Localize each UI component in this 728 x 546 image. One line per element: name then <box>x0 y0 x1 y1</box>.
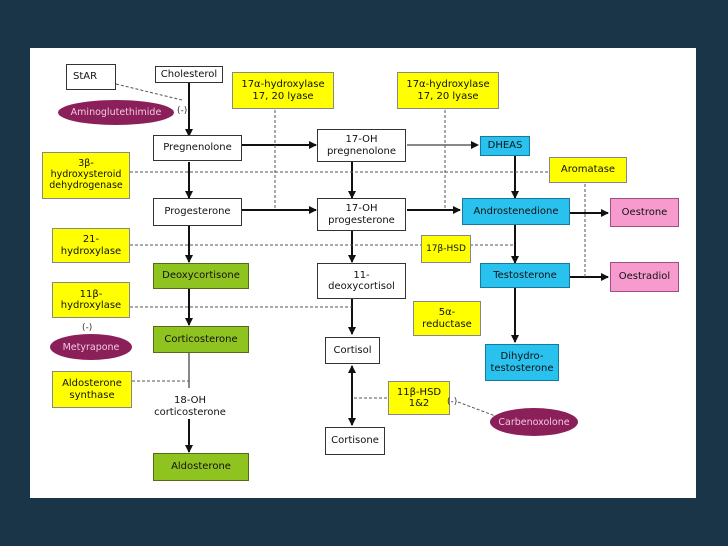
21-hydroxylase-box: 21- hydroxylase <box>52 228 130 263</box>
17a-hydroxylase-box-left: 17α-hydroxylase 17, 20 lyase <box>232 72 334 109</box>
carbenoxolone-ellipse: Carbenoxolone <box>490 408 578 436</box>
progesterone-box: Progesterone <box>153 198 242 226</box>
aldosterone-box: Aldosterone <box>153 453 249 481</box>
metyrapone-ellipse: Metyrapone <box>50 334 132 360</box>
11b-hsd-box: 11β-HSD 1&2 <box>388 381 450 415</box>
17oh-progesterone-box: 17-OH progesterone <box>317 198 406 231</box>
androstenedione-box: Androstenedione <box>462 198 570 225</box>
aminoglutethimide-ellipse: Aminoglutethimide <box>58 100 174 125</box>
cortisol-box: Cortisol <box>325 337 380 364</box>
diagram-panel: StAR Cholesterol Pregnenolone 17-OH preg… <box>30 48 696 498</box>
oestradiol-box: Oestradiol <box>610 262 679 292</box>
star-box: StAR <box>66 64 116 90</box>
11b-hydroxylase-box: 11β- hydroxylase <box>52 282 130 318</box>
11-deoxycortisol-box: 11- deoxycortisol <box>317 263 406 299</box>
aminoglutethimide-inhibition-mark: (-) <box>177 106 188 116</box>
cortisone-box: Cortisone <box>325 427 385 455</box>
aldosterone-synthase-box: Aldosterone synthase <box>52 371 132 408</box>
testosterone-box: Testosterone <box>480 263 570 288</box>
17a-hydroxylase-box-right: 17α-hydroxylase 17, 20 lyase <box>397 72 499 109</box>
aromatase-box: Aromatase <box>549 157 627 183</box>
corticosterone-box: Corticosterone <box>153 326 249 353</box>
oestrone-box: Oestrone <box>610 198 679 227</box>
17oh-pregnenolone-box: 17-OH pregnenolone <box>317 129 406 162</box>
dheas-box: DHEAS <box>480 136 530 156</box>
deoxycortisone-box: Deoxycortisone <box>153 263 249 289</box>
5a-reductase-box: 5α- reductase <box>413 301 481 336</box>
pregnenolone-box: Pregnenolone <box>153 135 242 161</box>
3b-hsd-box: 3β- hydroxysteroid dehydrogenase <box>42 152 130 199</box>
dihydrotestosterone-box: Dihydro- testosterone <box>485 344 559 381</box>
18oh-corticosterone-label: 18-OH corticosterone <box>154 395 226 418</box>
carbenoxolone-inhibition-mark: (-) <box>447 397 458 407</box>
17b-hsd-box: 17β-HSD <box>421 235 471 263</box>
metyrapone-inhibition-mark: (-) <box>82 323 93 333</box>
cholesterol-box: Cholesterol <box>155 66 223 83</box>
